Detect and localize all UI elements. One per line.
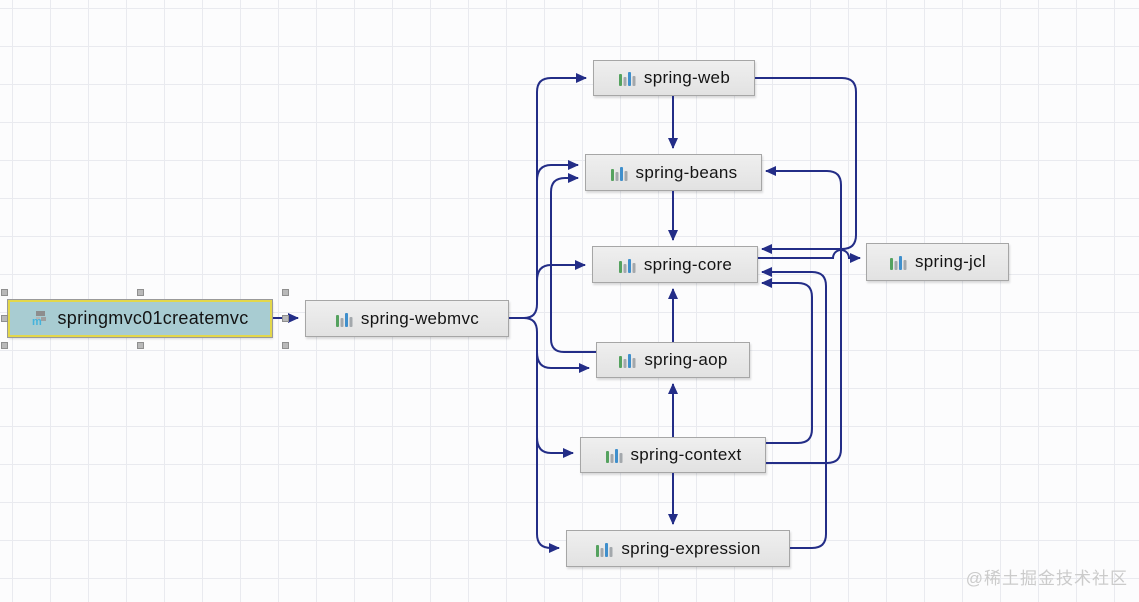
node-spring-context[interactable]: spring-context xyxy=(580,437,766,473)
node-springmvc01createmvc[interactable]: m springmvc01createmvc xyxy=(7,299,273,338)
library-icon xyxy=(889,256,907,270)
node-label: spring-expression xyxy=(621,538,761,558)
library-icon xyxy=(605,449,622,463)
node-label: spring-webmvc xyxy=(360,308,480,328)
library-icon xyxy=(618,258,636,273)
node-spring-jcl[interactable]: spring-jcl xyxy=(866,243,1009,281)
node-label: spring-jcl xyxy=(914,252,987,271)
library-icon xyxy=(618,72,636,86)
node-label: springmvc01createmvc xyxy=(57,308,249,328)
selection-handle[interactable] xyxy=(282,315,289,322)
library-icon xyxy=(596,542,613,557)
node-label: spring-web xyxy=(643,68,731,87)
selection-handle[interactable] xyxy=(137,289,144,296)
node-spring-expression[interactable]: spring-expression xyxy=(566,530,790,567)
svg-text:m: m xyxy=(32,316,42,327)
selection-handle[interactable] xyxy=(282,342,289,349)
library-icon xyxy=(610,166,628,181)
node-spring-core[interactable]: spring-core xyxy=(592,246,758,283)
node-label: spring-beans xyxy=(635,162,738,182)
node-spring-web[interactable]: spring-web xyxy=(593,60,755,96)
node-spring-aop[interactable]: spring-aop xyxy=(596,342,750,378)
library-icon xyxy=(335,312,353,327)
selection-handle[interactable] xyxy=(1,342,8,349)
node-spring-webmvc[interactable]: spring-webmvc xyxy=(305,300,509,337)
watermark: @稀土掘金技术社区 xyxy=(965,569,1128,588)
selection-handle[interactable] xyxy=(282,289,289,296)
node-label: spring-core xyxy=(643,254,733,274)
selection-handle[interactable] xyxy=(1,289,8,296)
selection-handle[interactable] xyxy=(1,315,8,322)
node-label: spring-aop xyxy=(644,350,728,369)
node-spring-beans[interactable]: spring-beans xyxy=(585,154,762,191)
maven-module-icon: m xyxy=(32,311,47,327)
library-icon xyxy=(619,354,636,368)
selection-handle[interactable] xyxy=(137,342,144,349)
node-label: spring-context xyxy=(630,445,742,464)
